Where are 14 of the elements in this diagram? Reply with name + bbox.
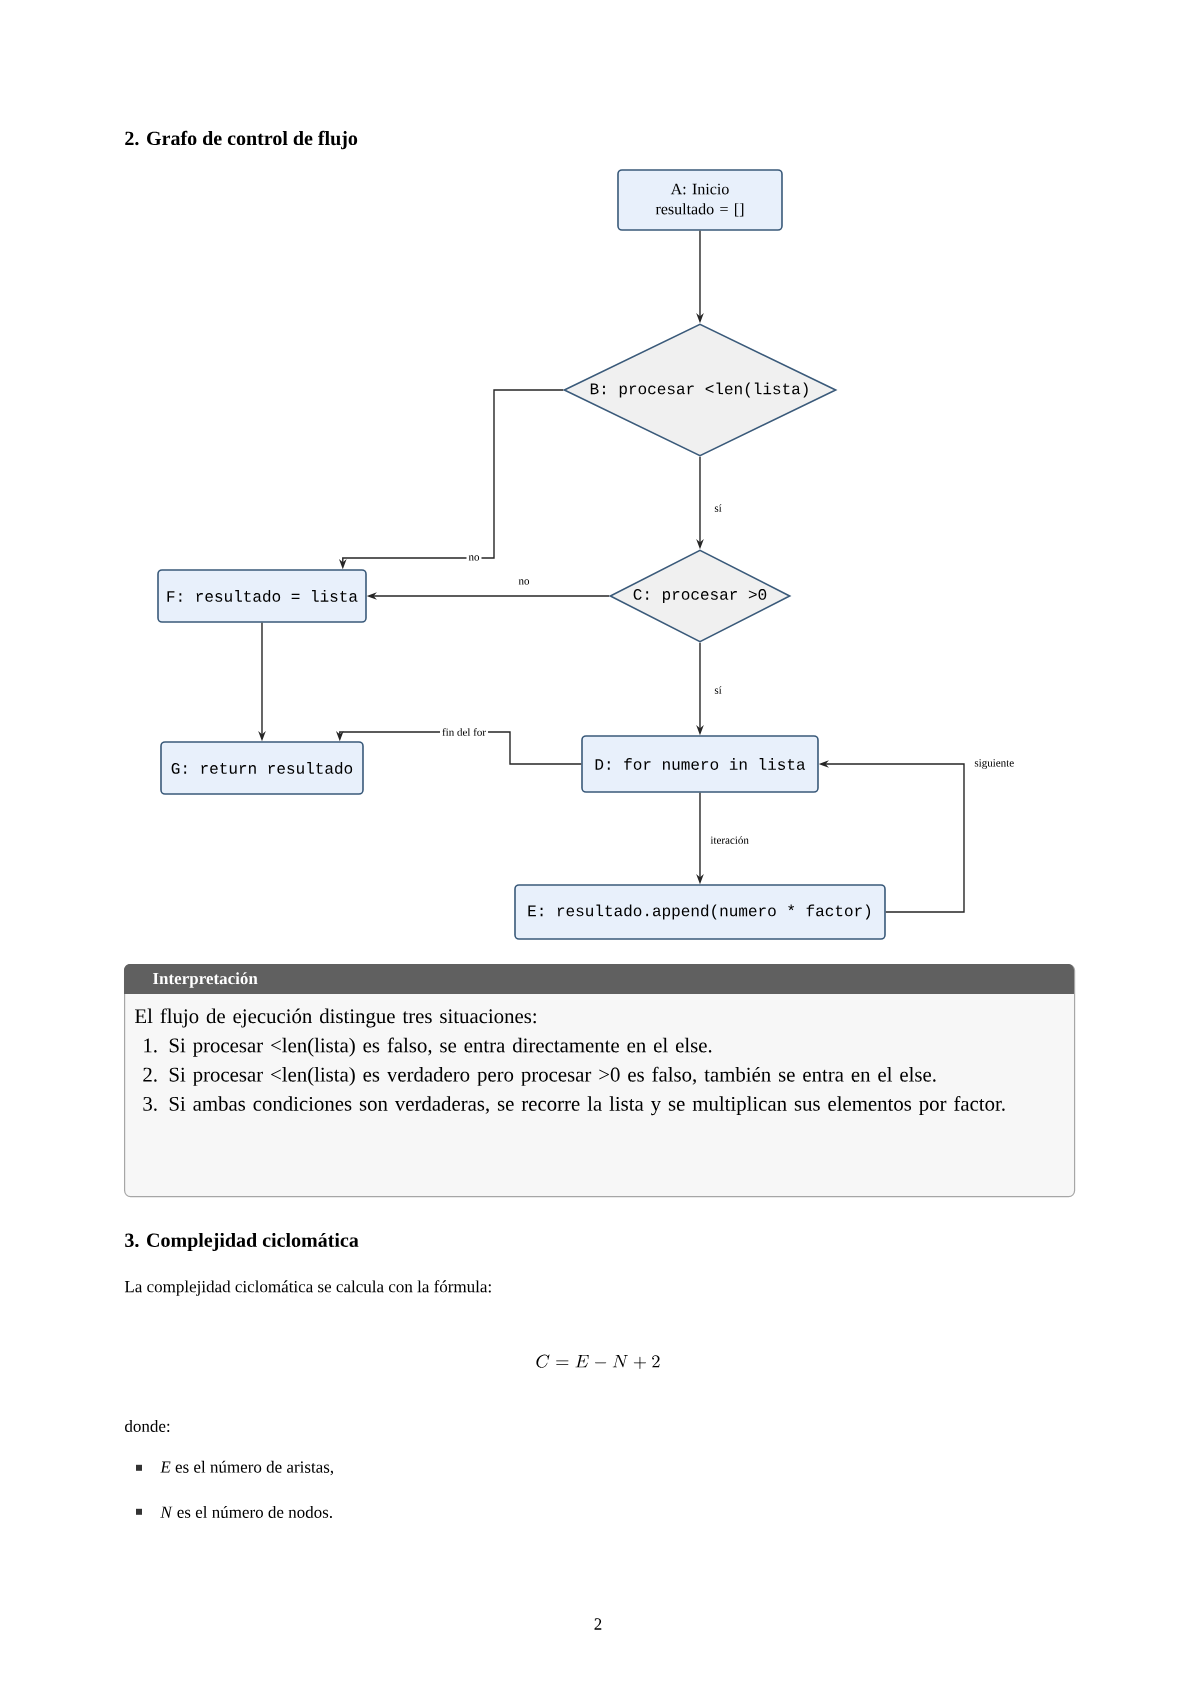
paragraph: donde: [125, 1420, 170, 1433]
end-box: G: return resultado [160, 741, 364, 795]
info-panel: Interpretación El flujo de ejecución distingue tres situaciones: 1. Si procesar <len(lista) es falso, se entra directamente en el else. 2. Si procesar <len(lista) es verdadero pero procesar >0 es falso, también se entra en el else. 3. Si ambas condiciones son verdaderas, se recorre la lista y se multiplican sus elementos por factor. [124, 964, 1076, 1198]
section-heading: 2. Grafo de control de flujo [125, 130, 358, 150]
process-box: D: for numero in lista [581, 735, 819, 793]
list-item: N es el número de nodos. [160, 1505, 332, 1519]
formula: $C = E - N + 2$ [536, 1354, 660, 1369]
start-box: A: Inicio resultado = [] [617, 169, 783, 231]
list-item: E es el número de aristas, [160, 1460, 334, 1476]
paragraph: La complejidad ciclomática se calcula con la fórmula: [124, 1280, 491, 1296]
page-number: 2 [594, 1618, 602, 1630]
process-box: E: resultado.append(numero * factor) [514, 884, 886, 940]
section-heading: 3. Complejidad ciclomática [125, 1232, 359, 1252]
process-box: F: resultado = lista [157, 569, 367, 623]
